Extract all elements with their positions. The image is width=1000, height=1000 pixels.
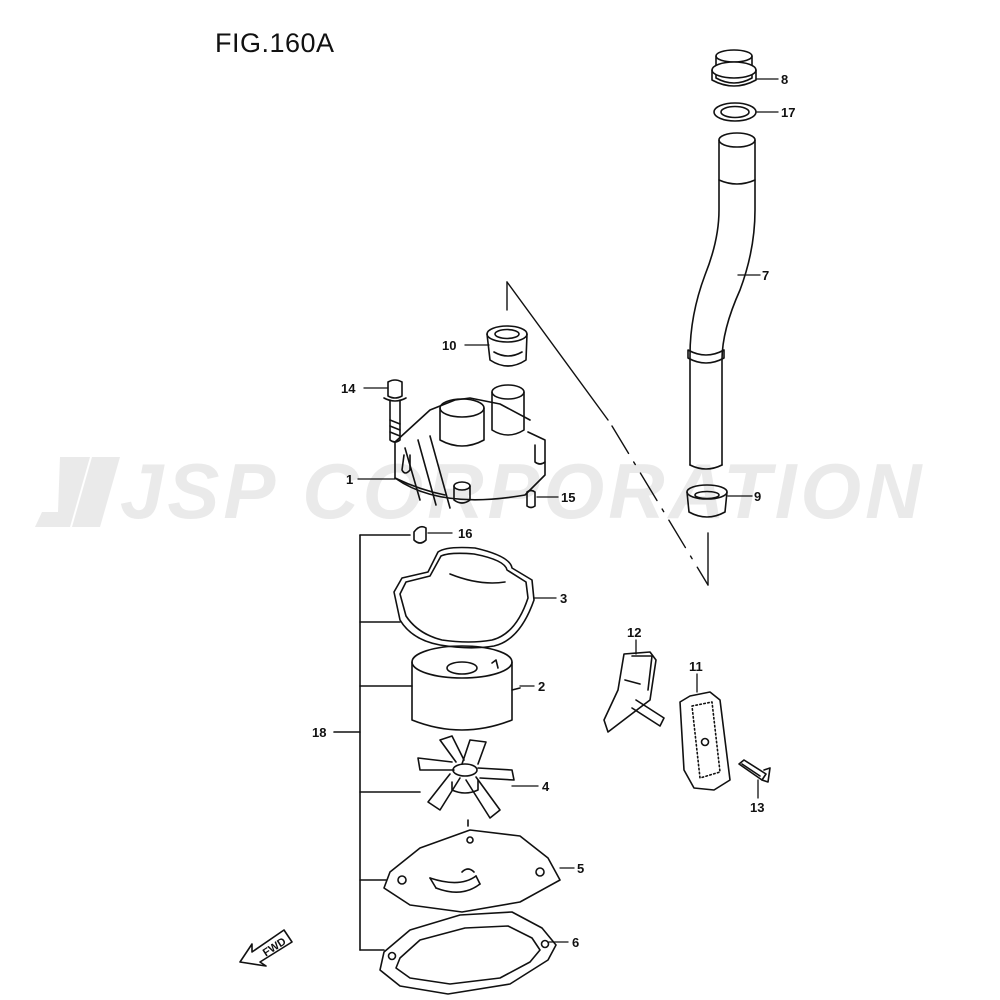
- part-13-screw: [738, 759, 771, 783]
- part-4-impeller: [417, 735, 515, 827]
- callout-4: 4: [542, 779, 550, 794]
- callout-18: 18: [312, 725, 326, 740]
- part-6-gasket: [379, 911, 557, 995]
- jsp-logo-watermark: [35, 457, 120, 527]
- group-18-bracket: [333, 534, 421, 951]
- callout-5: 5: [577, 861, 584, 876]
- part-10-bushing: [486, 325, 528, 367]
- callout-7: 7: [762, 268, 769, 283]
- callout-2: 2: [538, 679, 545, 694]
- part-7-water-tube: [687, 132, 756, 470]
- part-8-cap: [711, 49, 757, 87]
- part-15-dowel: [526, 489, 536, 509]
- part-3-gasket: [393, 546, 535, 649]
- callout-11: 11: [689, 659, 703, 674]
- part-12-plate: [603, 651, 665, 733]
- callout-15: 15: [561, 490, 575, 505]
- callout-9: 9: [754, 489, 761, 504]
- callout-3: 3: [560, 591, 567, 606]
- watermark-text: JSP CORPORATION: [120, 447, 926, 535]
- leader-lines: [357, 78, 779, 943]
- callout-6: 6: [572, 935, 579, 950]
- callout-17: 17: [781, 105, 795, 120]
- figure-title: FIG.160A: [215, 28, 335, 58]
- callout-16: 16: [458, 526, 472, 541]
- fwd-arrow: [239, 929, 293, 967]
- callout-8: 8: [781, 72, 788, 87]
- part-5-plate: [383, 829, 561, 913]
- callout-12: 12: [627, 625, 641, 640]
- callout-14: 14: [341, 381, 356, 396]
- part-17-grommet: [713, 102, 757, 122]
- callout-13: 13: [750, 800, 764, 815]
- part-1-pump-case: [394, 384, 546, 509]
- part-9-seal: [686, 484, 728, 518]
- part-16-key: [413, 525, 427, 544]
- part-2-liner: [411, 645, 521, 731]
- callout-1: 1: [346, 472, 353, 487]
- callout-10: 10: [442, 338, 456, 353]
- part-11-cover: [679, 691, 731, 791]
